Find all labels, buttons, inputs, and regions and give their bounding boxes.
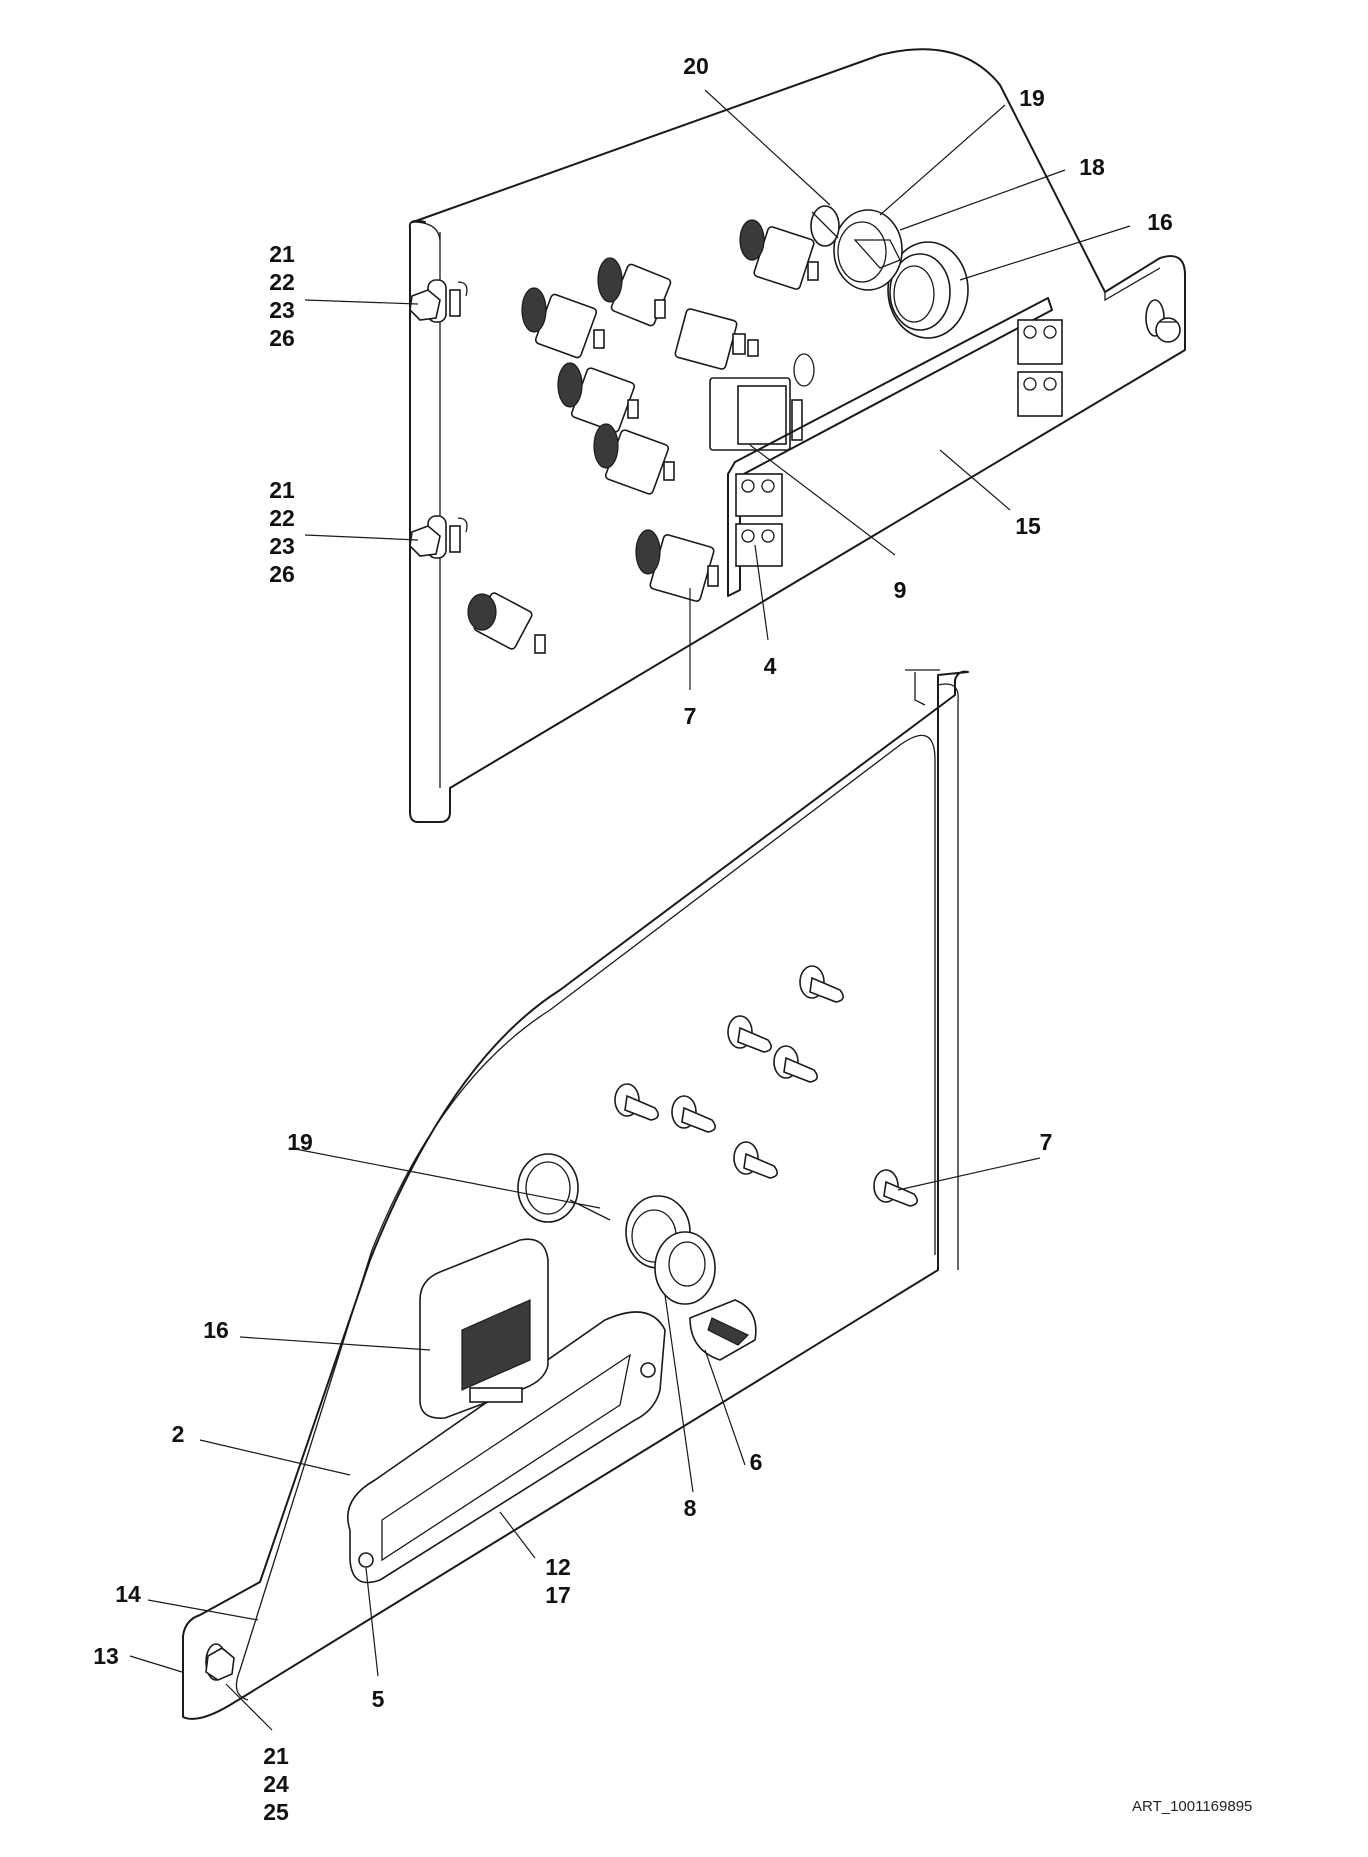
callout-6: 6 [749,1449,763,1475]
relay-component [709,377,803,451]
callout-5: 5 [371,1686,385,1712]
right-tab-bolt [1145,299,1181,343]
rocker-switch-f [593,423,675,495]
callout-8: 8 [683,1495,697,1521]
callout-12-17: 12 17 [545,1554,571,1608]
callout-4: 4 [763,653,777,679]
key-switch [689,1299,757,1361]
horn-button [517,1153,611,1223]
terminal-rail [727,297,1063,597]
toggle-lever-3 [773,1045,818,1083]
rocker-switch-e [557,362,639,433]
rocker-switch-b [597,257,672,327]
callout-7-upper: 7 [683,703,697,729]
emergency-stop-button [625,1195,716,1305]
toggle-lever-6 [733,1141,778,1179]
callout-15: 15 [1015,513,1041,539]
left-edge-bolt-lower [409,515,468,559]
lower-left-bolt [205,1643,235,1681]
callout-9: 9 [893,577,907,603]
callout-2: 2 [171,1421,185,1447]
gauge-assembly-upper [810,205,969,339]
rocker-switch-d [674,308,759,370]
callout-21-22-23-26-upper: 21 22 23 26 [269,241,295,351]
display-module [419,1238,549,1419]
nameplate-frame [346,1311,666,1584]
callout-7-lower: 7 [1039,1129,1053,1155]
callout-19-upper: 19 [1019,85,1045,111]
callout-20: 20 [683,53,709,79]
callout-16-lower: 16 [203,1317,229,1343]
rocker-switch-g [635,529,719,602]
callout-14: 14 [115,1581,141,1607]
toggle-lever-4 [614,1083,659,1121]
toggle-lever-5 [671,1095,716,1133]
left-edge-bolt-upper [409,279,468,323]
callout-18: 18 [1079,154,1105,180]
toggle-lever-1 [799,965,844,1003]
upper-mounting-plate [408,48,1186,823]
callout-13: 13 [93,1643,119,1669]
rocker-switch-a [739,219,819,290]
art-number: ART_1001169895 [1132,1798,1253,1815]
callout-21-22-23-26-lower: 21 22 23 26 [269,477,295,587]
leader-lines [129,89,1131,1731]
toggle-lever-7 [873,1169,918,1207]
rocker-switch-c [521,287,605,359]
lower-front-plate [182,669,969,1720]
callout-19-lower: 19 [287,1129,313,1155]
callout-21-24-25: 21 24 25 [263,1743,289,1825]
toggle-lever-2 [727,1015,772,1053]
rocker-switch-h [467,592,546,654]
callout-16-upper: 16 [1147,209,1173,235]
